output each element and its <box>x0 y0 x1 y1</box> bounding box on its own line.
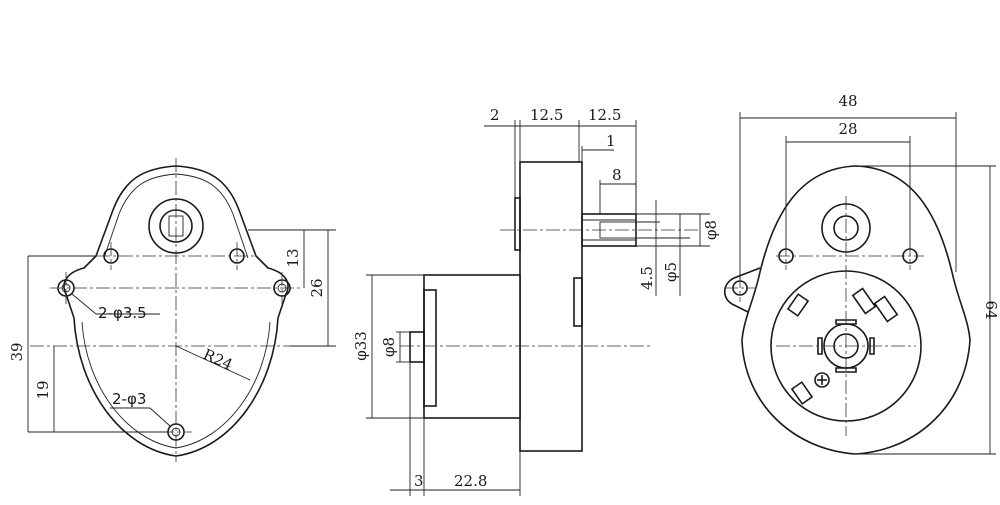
back-hub-bracket-left <box>817 337 823 355</box>
front-radius-label: R24 <box>200 345 235 374</box>
back-slot-top-right-1 <box>851 287 877 315</box>
side-dim-stub-dia: φ8 <box>380 337 398 357</box>
front-hole-large-label: 2-φ3.5 <box>98 304 147 322</box>
side-dim-dia-5: φ5 <box>662 262 680 282</box>
side-dim-12-5-a: 12.5 <box>530 106 563 124</box>
side-dim-22-8: 22.8 <box>454 472 487 490</box>
front-dim-26: 26 <box>308 278 326 297</box>
back-housing-outline <box>741 165 971 455</box>
back-hub-bracket-right <box>869 337 875 355</box>
back-hub-bracket-top <box>835 319 857 325</box>
front-hole-small-label: 2-φ3 <box>112 390 146 408</box>
front-dim-39: 39 <box>8 342 26 361</box>
side-gearbox-right-tab <box>573 277 583 327</box>
back-hub-bracket-bottom <box>835 367 857 373</box>
side-dim-8-length: 8 <box>612 166 622 184</box>
front-view <box>27 158 336 462</box>
side-dim-body-dia: φ33 <box>352 331 370 361</box>
side-view <box>366 120 710 496</box>
back-view <box>723 112 996 455</box>
plus-terminal-icon <box>814 372 830 388</box>
side-motor-body <box>423 274 521 419</box>
front-dim-13: 13 <box>284 248 302 267</box>
side-motor-stub <box>409 331 425 363</box>
side-dim-shaft-dia: φ8 <box>702 220 720 240</box>
side-dim-4-5: 4.5 <box>638 266 656 290</box>
side-dim-12-5-b: 12.5 <box>588 106 621 124</box>
front-dim-19: 19 <box>34 380 52 399</box>
side-dim-1: 1 <box>606 132 616 150</box>
back-mount-ear <box>723 267 761 313</box>
side-dim-2: 2 <box>490 106 500 124</box>
back-dim-28: 28 <box>838 120 857 138</box>
side-dim-3: 3 <box>414 472 424 490</box>
side-gearbox <box>519 161 583 452</box>
back-slot-bottom-left <box>790 381 814 405</box>
back-dim-48: 48 <box>838 92 857 110</box>
back-slot-top-left <box>786 293 810 317</box>
side-gearbox-left-tab <box>514 197 521 251</box>
back-dim-64: 64 <box>982 300 1000 319</box>
front-housing-inner <box>103 173 249 259</box>
back-slot-top-right-2 <box>873 295 899 323</box>
